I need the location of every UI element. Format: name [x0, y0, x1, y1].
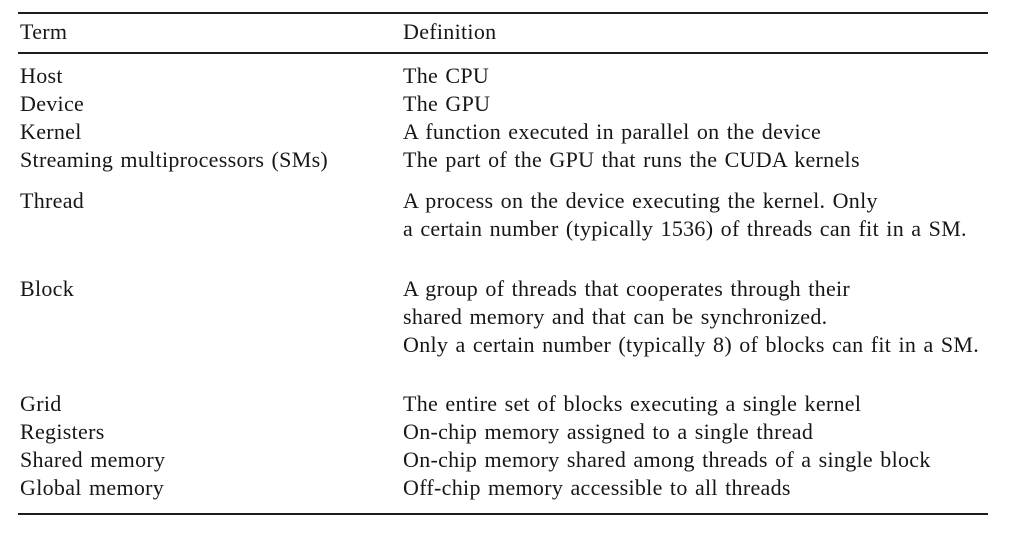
table-row: Block A group of threads that cooperates …: [18, 275, 988, 359]
header-rule: [18, 52, 988, 54]
term-cell: Thread: [20, 188, 85, 213]
definition-line: On-chip memory assigned to a single thre…: [403, 419, 814, 444]
definition-line: Only a certain number (typically 8) of b…: [403, 332, 980, 357]
definition-cell: Off-chip memory accessible to all thread…: [403, 474, 988, 502]
top-rule: [18, 12, 988, 14]
table-row: Host The CPU: [18, 62, 988, 90]
definition-line: shared memory and that can be synchroniz…: [403, 304, 828, 329]
definition-line: The GPU: [403, 91, 491, 116]
glossary-table: Term Definition Host The CPU Device The GPU…: [18, 12, 988, 515]
term-cell: Shared memory: [20, 447, 166, 472]
definition-cell: A function executed in parallel on the d…: [403, 118, 988, 146]
term-cell: Kernel: [20, 119, 82, 144]
table-row: Streaming multiprocessors (SMs) The part …: [18, 146, 988, 174]
term-cell: Registers: [20, 419, 105, 444]
table-row: Grid The entire set of blocks executing a…: [18, 390, 988, 418]
column-header-term: Term: [20, 19, 68, 44]
term-cell: Grid: [20, 391, 62, 416]
table-row: Shared memory On-chip memory shared among…: [18, 446, 988, 474]
term-cell: Block: [20, 276, 75, 301]
definition-line: Off-chip memory accessible to all thread…: [403, 475, 791, 500]
table-row: Global memory Off-chip memory accessible …: [18, 474, 988, 502]
definition-cell: The part of the GPU that runs the CUDA k…: [403, 146, 988, 174]
definition-cell: A process on the device executing the ke…: [403, 187, 988, 243]
row-group: Block A group of threads that cooperates …: [18, 275, 988, 359]
bottom-rule: [18, 513, 988, 515]
table-row: Device The GPU: [18, 90, 988, 118]
row-group: Thread A process on the device executing …: [18, 187, 988, 243]
definition-line: The CPU: [403, 63, 490, 88]
definition-cell: The entire set of blocks executing a sin…: [403, 390, 988, 418]
definition-line: a certain number (typically 1536) of thr…: [403, 216, 967, 241]
definition-line: On-chip memory shared among threads of a…: [403, 447, 931, 472]
table-row: Kernel A function executed in parallel on…: [18, 118, 988, 146]
definition-line: A function executed in parallel on the d…: [403, 119, 822, 144]
row-group: Host The CPU Device The GPU Kernel A function…: [18, 62, 988, 174]
term-cell: Device: [20, 91, 85, 116]
definition-cell: On-chip memory shared among threads of a…: [403, 446, 988, 474]
definition-cell: On-chip memory assigned to a single thre…: [403, 418, 988, 446]
column-header-definition: Definition: [403, 19, 497, 44]
table-header-row: Term Definition: [18, 14, 988, 52]
table-body: Host The CPU Device The GPU Kernel A function…: [18, 54, 988, 513]
definition-line: A group of threads that cooperates throu…: [403, 276, 851, 301]
definition-cell: A group of threads that cooperates throu…: [403, 275, 988, 359]
row-group: Grid The entire set of blocks executing a…: [18, 390, 988, 502]
term-cell: Host: [20, 63, 63, 88]
definition-line: The part of the GPU that runs the CUDA k…: [403, 147, 860, 172]
term-cell: Global memory: [20, 475, 165, 500]
definition-cell: The GPU: [403, 90, 988, 118]
term-cell: Streaming multiprocessors (SMs): [20, 147, 329, 172]
definition-line: The entire set of blocks executing a sin…: [403, 391, 862, 416]
definition-cell: The CPU: [403, 62, 988, 90]
table-row: Registers On-chip memory assigned to a si…: [18, 418, 988, 446]
table-row: Thread A process on the device executing …: [18, 187, 988, 243]
definition-line: A process on the device executing the ke…: [403, 188, 878, 213]
